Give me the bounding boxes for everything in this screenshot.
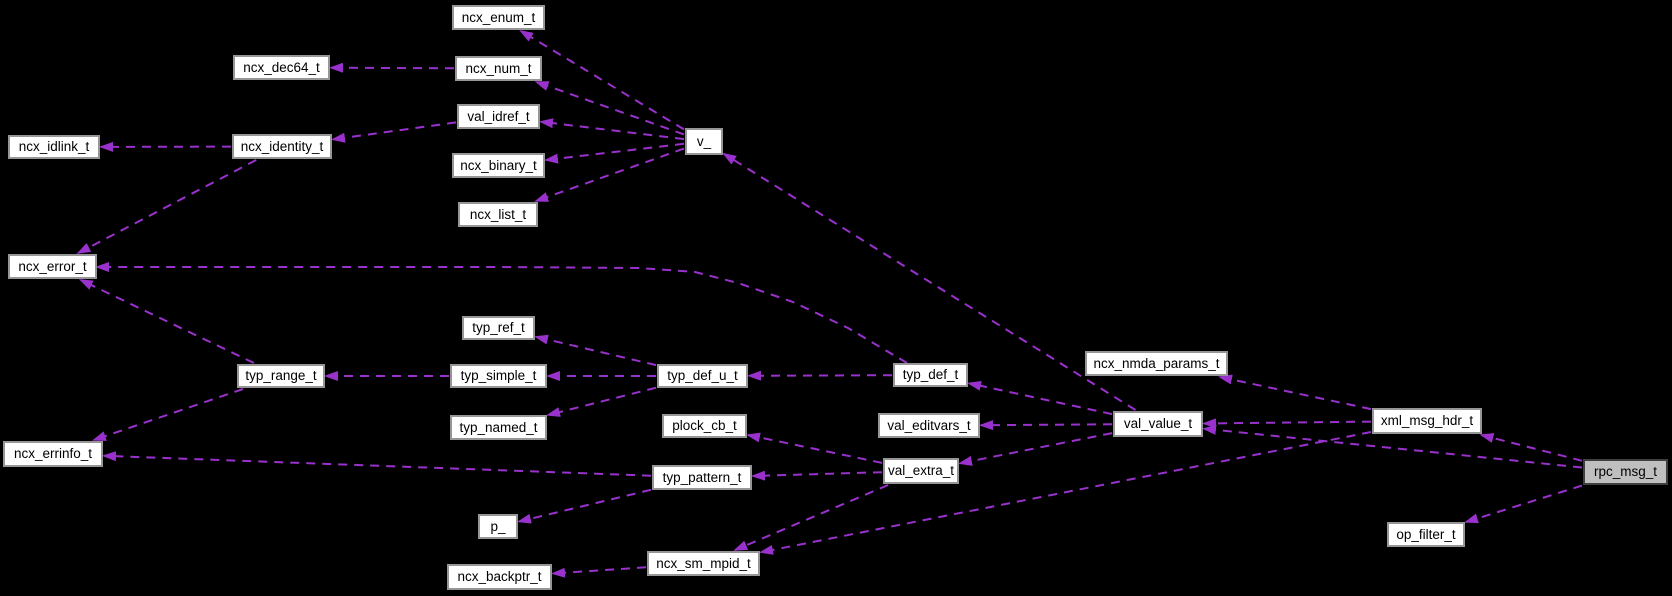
graph-node-ncx_identity_t[interactable]: ncx_identity_t (232, 134, 332, 159)
edge-v_-to-ncx_list_t (534, 147, 685, 202)
graph-node-val_idref_t[interactable]: val_idref_t (457, 104, 540, 129)
edge-rpc_msg_t-to-op_filter_t (1464, 484, 1583, 524)
graph-node-rpc_msg_t[interactable]: rpc_msg_t (1583, 459, 1668, 485)
edge-xml_msg_hdr_t-to-val_value_t (1202, 418, 1372, 429)
graph-node-ncx_list_t[interactable]: ncx_list_t (458, 202, 538, 227)
edge-v_-to-ncx_num_t (534, 81, 685, 136)
graph-node-ncx_nmda_params_t[interactable]: ncx_nmda_params_t (1085, 351, 1228, 376)
graph-node-val_editvars_t[interactable]: val_editvars_t (878, 413, 980, 438)
edge-typ_def_u_t-to-typ_named_t (546, 386, 657, 417)
graph-node-val_value_t[interactable]: val_value_t (1113, 411, 1203, 437)
edge-val_extra_t-to-typ_pattern_t (751, 470, 883, 481)
edge-typ_def_u_t-to-typ_ref_t (534, 334, 657, 367)
edge-v_-to-ncx_binary_t (544, 142, 685, 164)
graph-node-ncx_binary_t[interactable]: ncx_binary_t (452, 153, 545, 178)
graph-node-ncx_backptr_t[interactable]: ncx_backptr_t (447, 564, 552, 590)
graph-node-typ_ref_t[interactable]: typ_ref_t (462, 316, 535, 340)
graph-node-ncx_dec64_t[interactable]: ncx_dec64_t (233, 55, 330, 80)
edge-val_value_t-to-val_editvars_t (979, 420, 1113, 431)
edge-rpc_msg_t-to-val_value_t (1202, 424, 1583, 469)
graph-node-val_extra_t[interactable]: val_extra_t (883, 458, 959, 484)
graph-node-ncx_idlink_t[interactable]: ncx_idlink_t (8, 135, 100, 159)
edge-rpc_msg_t-to-xml_msg_hdr_t (1479, 433, 1583, 462)
graph-node-ncx_enum_t[interactable]: ncx_enum_t (452, 5, 545, 30)
edge-ncx_num_t-to-ncx_dec64_t (329, 62, 455, 73)
edge-xml_msg_hdr_t-to-ncx_nmda_params_t (1218, 374, 1372, 411)
graph-node-typ_simple_t[interactable]: typ_simple_t (450, 364, 547, 388)
graph-node-ncx_errinfo_t[interactable]: ncx_errinfo_t (3, 441, 103, 467)
edge-xml_msg_hdr_t-to-ncx_sm_mpid_t (759, 431, 1372, 555)
edge-val_idref_t-to-ncx_identity_t (331, 121, 457, 143)
edge-typ_def_t-to-ncx_error_t (95, 262, 908, 364)
edge-val_extra_t-to-ncx_sm_mpid_t (733, 484, 889, 551)
edge-typ_def_t-to-typ_def_u_t (747, 370, 893, 381)
graph-node-plock_cb_t[interactable]: plock_cb_t (662, 414, 747, 438)
edge-v_-to-val_idref_t (539, 118, 685, 141)
edge-val_value_t-to-typ_def_t (967, 380, 1113, 416)
graph-node-ncx_num_t[interactable]: ncx_num_t (455, 56, 542, 81)
graph-node-typ_range_t[interactable]: typ_range_t (237, 364, 325, 388)
graph-node-typ_named_t[interactable]: typ_named_t (450, 415, 547, 440)
graph-node-xml_msg_hdr_t[interactable]: xml_msg_hdr_t (1372, 408, 1482, 434)
graph-node-typ_pattern_t[interactable]: typ_pattern_t (652, 465, 752, 490)
graph-node-ncx_error_t[interactable]: ncx_error_t (8, 254, 97, 279)
graph-node-v_[interactable]: v_ (685, 128, 723, 155)
edge-typ_range_t-to-ncx_error_t (78, 279, 255, 364)
edge-val_value_t-to-val_extra_t (958, 432, 1113, 466)
edge-v_-to-ncx_enum_t (519, 29, 685, 131)
edge-ncx_identity_t-to-ncx_error_t (76, 159, 257, 254)
graph-node-typ_def_u_t[interactable]: typ_def_u_t (657, 364, 748, 388)
edge-typ_pattern_t-to-ncx_errinfo_t (102, 451, 652, 477)
graph-node-typ_def_t[interactable]: typ_def_t (893, 363, 968, 387)
edge-ncx_sm_mpid_t-to-ncx_backptr_t (551, 566, 647, 578)
graph-node-op_filter_t[interactable]: op_filter_t (1387, 522, 1465, 547)
edge-val_extra_t-to-plock_cb_t (746, 432, 883, 464)
edge-typ_pattern_t-to-p_ (517, 488, 652, 524)
graph-node-p_[interactable]: p_ (478, 514, 518, 539)
graph-node-ncx_sm_mpid_t[interactable]: ncx_sm_mpid_t (647, 551, 760, 576)
edge-typ_range_t-to-ncx_errinfo_t (92, 388, 244, 441)
